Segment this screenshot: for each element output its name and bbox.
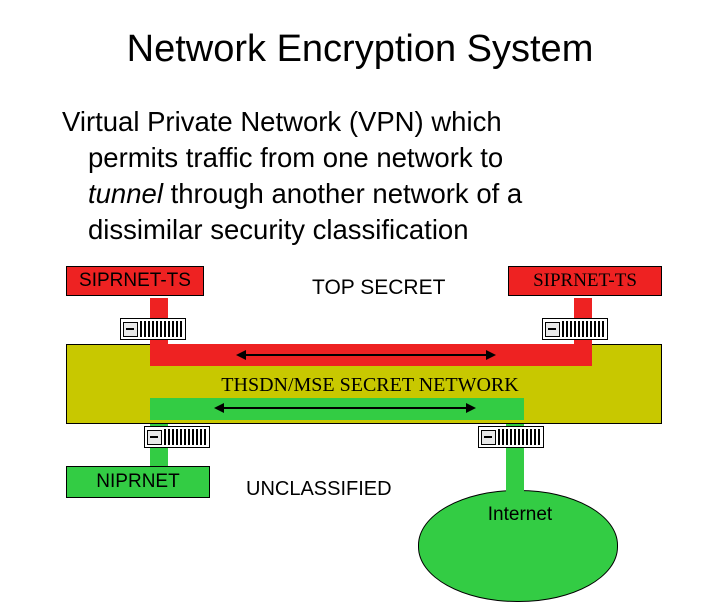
bullet-line-1: Virtual Private Network (VPN) which bbox=[62, 106, 502, 137]
secret-network-label: THSDN/MSE SECRET NETWORK bbox=[221, 373, 519, 396]
niprnet-box bbox=[66, 466, 210, 498]
encryption-device-icon bbox=[478, 426, 544, 448]
unclassified-label: UNCLASSIFIED bbox=[246, 478, 392, 500]
siprnet-left-box bbox=[66, 266, 204, 296]
double-arrow-icon bbox=[236, 350, 496, 360]
slide-title: Network Encryption System bbox=[126, 28, 594, 70]
bullet-line-3-rest: through another network of a bbox=[162, 178, 523, 209]
bullet-line-4: dissimilar security classification bbox=[88, 214, 469, 245]
internet-label: Internet bbox=[487, 504, 553, 525]
niprnet-label: NIPRNET bbox=[96, 471, 180, 492]
bullet-text: Virtual Private Network (VPN) which perm… bbox=[62, 104, 682, 248]
bullet-italic-tunnel: tunnel bbox=[88, 178, 163, 209]
encryption-device-icon bbox=[542, 318, 608, 340]
top-secret-label: TOP SECRET bbox=[312, 276, 446, 299]
bullet-line-3: tunnel through another network of a bbox=[62, 176, 682, 212]
siprnet-right-label: SIPRNET-TS bbox=[533, 270, 637, 291]
bullet-line-2: permits traffic from one network to bbox=[88, 142, 504, 173]
siprnet-right-box bbox=[508, 266, 662, 296]
siprnet-left-label: SIPRNET-TS bbox=[79, 270, 191, 291]
encryption-device-icon bbox=[144, 426, 210, 448]
encryption-device-icon bbox=[120, 318, 186, 340]
double-arrow-icon bbox=[214, 403, 476, 413]
